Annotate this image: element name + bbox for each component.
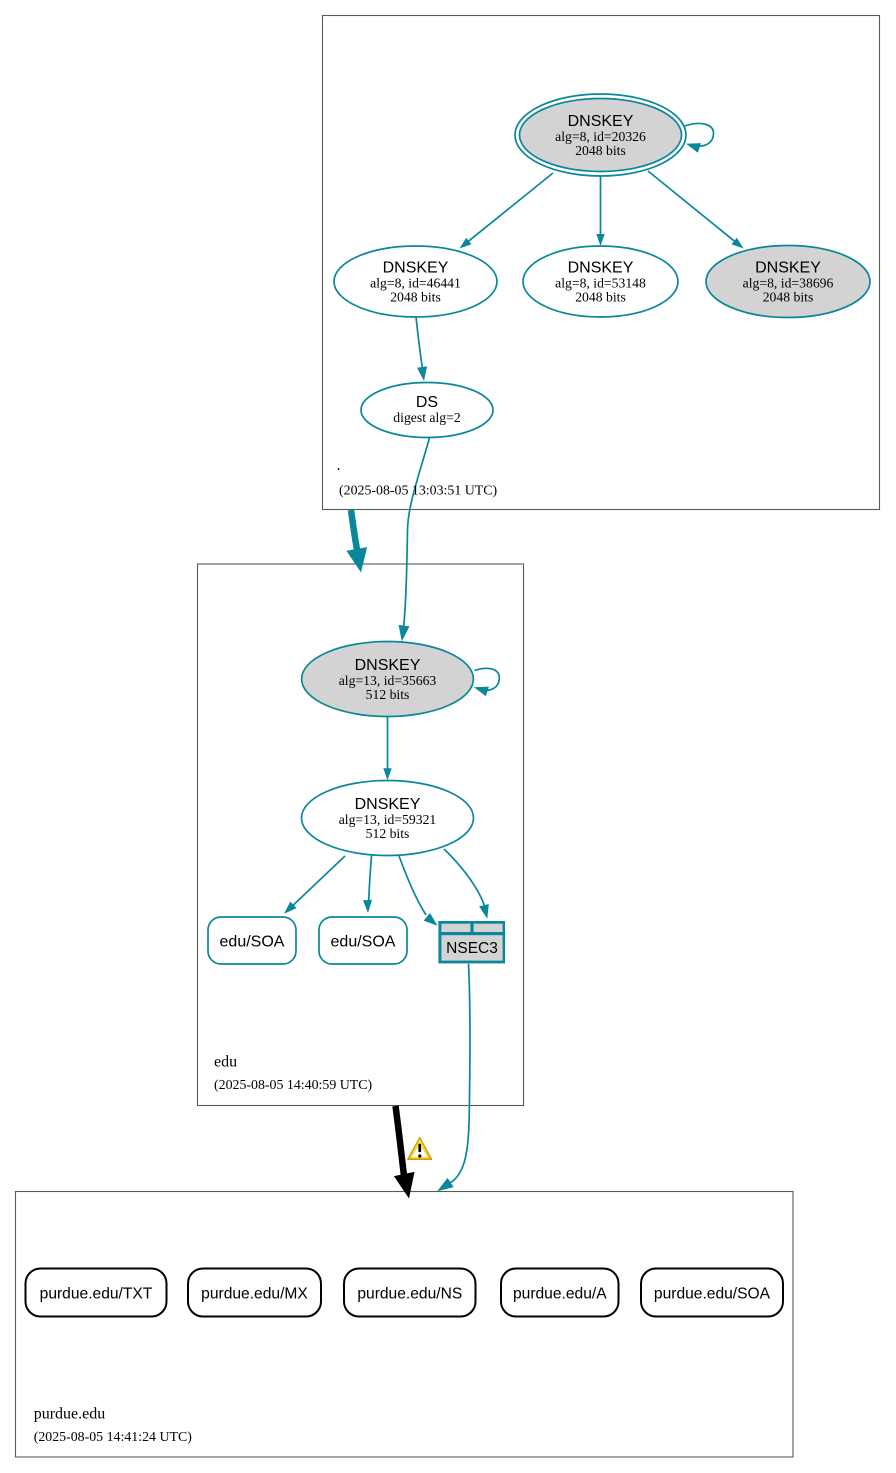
svg-text:DS: DS: [416, 394, 438, 411]
svg-text:purdue.edu: purdue.edu: [34, 1406, 106, 1423]
svg-text:edu/SOA: edu/SOA: [220, 934, 285, 951]
svg-text:2048 bits: 2048 bits: [763, 290, 814, 305]
svg-text:DNSKEY: DNSKEY: [355, 657, 421, 674]
svg-text:digest alg=2: digest alg=2: [393, 410, 461, 425]
svg-text:purdue.edu/A: purdue.edu/A: [513, 1285, 607, 1302]
svg-text:2048 bits: 2048 bits: [575, 290, 626, 305]
svg-text:alg=13, id=35663: alg=13, id=35663: [339, 673, 437, 688]
svg-text:(2025-08-05 13:03:51 UTC): (2025-08-05 13:03:51 UTC): [339, 484, 498, 499]
svg-text:alg=8, id=53148: alg=8, id=53148: [555, 276, 646, 291]
svg-text:(2025-08-05 14:41:24 UTC): (2025-08-05 14:41:24 UTC): [34, 1430, 193, 1445]
svg-text:alg=8, id=38696: alg=8, id=38696: [743, 276, 834, 291]
svg-text:edu/SOA: edu/SOA: [331, 934, 396, 951]
svg-text:DNSKEY: DNSKEY: [383, 260, 449, 277]
svg-text:512 bits: 512 bits: [366, 826, 410, 841]
svg-text:purdue.edu/MX: purdue.edu/MX: [201, 1285, 308, 1302]
svg-text:alg=8, id=20326: alg=8, id=20326: [555, 129, 646, 144]
svg-text:512 bits: 512 bits: [366, 687, 410, 702]
svg-text:edu: edu: [214, 1053, 237, 1070]
svg-text:.: .: [337, 457, 341, 474]
svg-text:2048 bits: 2048 bits: [575, 143, 626, 158]
svg-text:DNSKEY: DNSKEY: [568, 113, 634, 130]
svg-text:(2025-08-05 14:40:59 UTC): (2025-08-05 14:40:59 UTC): [214, 1078, 373, 1093]
svg-text:purdue.edu/NS: purdue.edu/NS: [357, 1285, 462, 1302]
svg-text:alg=8, id=46441: alg=8, id=46441: [370, 276, 461, 291]
svg-text:DNSKEY: DNSKEY: [355, 796, 421, 813]
svg-text:NSEC3: NSEC3: [446, 940, 498, 957]
svg-text:purdue.edu/TXT: purdue.edu/TXT: [40, 1285, 153, 1302]
svg-text:2048 bits: 2048 bits: [390, 290, 441, 305]
svg-text:DNSKEY: DNSKEY: [755, 260, 821, 277]
svg-text:DNSKEY: DNSKEY: [568, 260, 634, 277]
svg-text:purdue.edu/SOA: purdue.edu/SOA: [654, 1285, 771, 1302]
svg-text:alg=13, id=59321: alg=13, id=59321: [339, 812, 437, 827]
